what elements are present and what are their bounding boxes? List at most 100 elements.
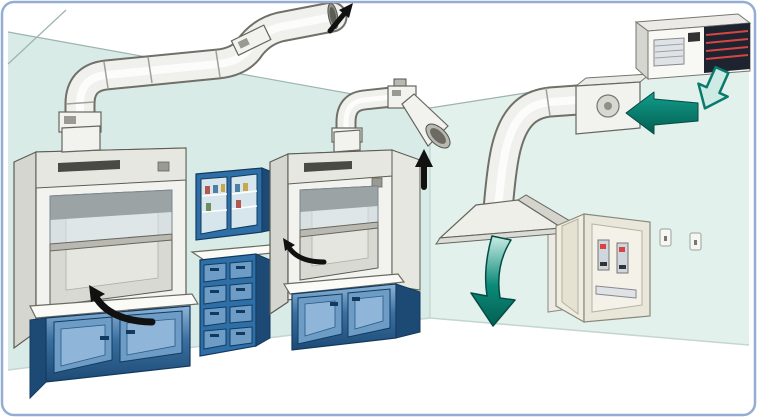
fume-hood-left [13, 125, 200, 400]
breaker-switch [619, 247, 625, 252]
drawer-front [229, 304, 253, 324]
cabinet-door-panel [304, 300, 336, 337]
door-handle [126, 330, 135, 334]
duct-collar [333, 129, 361, 153]
shelf-item [243, 183, 248, 191]
exhaust-airflow-arrows [89, 3, 433, 326]
duct-joint [545, 87, 551, 117]
intake-mouth-inner [430, 128, 446, 144]
ahu-control-box [688, 32, 700, 42]
duct-highlight [494, 96, 582, 214]
ahu-grille [653, 37, 685, 67]
intake-up-arrow-head [415, 149, 433, 167]
duct-joint [215, 50, 221, 78]
sash-handle-rail [49, 233, 173, 252]
duct-joint [65, 101, 95, 105]
switch-toggle [694, 240, 697, 245]
air-handling-unit [634, 13, 752, 81]
ahu-stripe [705, 38, 749, 44]
door-handle [352, 297, 360, 301]
hood-face-arrow-right-shaft [287, 246, 327, 265]
canopy-duct-system [435, 73, 652, 313]
inline-damper [230, 24, 272, 57]
drawer-handle [210, 334, 219, 337]
fume-hood-right [269, 129, 421, 351]
ahu-stripe [705, 30, 749, 36]
damper-tag [64, 116, 76, 124]
ahu-grille-lines [654, 43, 684, 59]
breaker [616, 242, 629, 274]
header-vent-slot [304, 161, 352, 172]
drawer-front [229, 326, 253, 347]
drawer-unit-side [255, 253, 271, 347]
hood-controller [157, 161, 170, 172]
door-handle [100, 336, 109, 340]
shelf-item [206, 203, 211, 211]
breaker [597, 239, 610, 271]
shelf-item [221, 184, 225, 192]
ahu-stripe [705, 46, 749, 52]
ahu-supply-arrow [697, 65, 730, 110]
fan-inlet-arrow [625, 91, 699, 135]
shelf-lines [201, 190, 258, 213]
glass-door [230, 173, 258, 230]
shelf-item [235, 184, 240, 192]
roof-exhaust-arrow-shaft [327, 11, 347, 34]
fan-tag [392, 90, 401, 96]
drawer-handle [236, 332, 245, 335]
shelf-item [205, 186, 210, 194]
shelf-item [213, 185, 218, 193]
panel-door-inner [561, 218, 579, 315]
ceiling [8, 10, 749, 108]
terminal-strip [595, 285, 637, 299]
hood-face-arrow-left-head [89, 285, 105, 302]
duct-open-end-inner [329, 7, 337, 25]
middle-cabinets [190, 167, 284, 357]
drawer-handle [236, 310, 245, 313]
drawer-handle [236, 266, 245, 269]
glass-wall-cabinet [195, 167, 273, 241]
hood-face-arrow-right-head [283, 238, 295, 251]
exhaust-duct-left [58, 1, 348, 168]
duct-highlight [343, 94, 395, 155]
hood-side-panel [13, 151, 37, 350]
door-handle [330, 302, 338, 306]
fan-motor [393, 78, 407, 87]
supply-airflow-arrows [470, 65, 730, 327]
drawer-front [203, 262, 227, 283]
drawer-handle [210, 312, 219, 315]
fan-hub-center [604, 102, 612, 110]
ahu-stripe [705, 54, 749, 60]
header-vent-slot [58, 160, 120, 172]
duct-collar [61, 125, 101, 153]
drawer-handle [236, 288, 245, 291]
bench-top [29, 293, 200, 319]
bench-top [282, 273, 406, 295]
breaker-label [619, 265, 626, 269]
damper-tag [237, 37, 250, 49]
canopy-down-arrow [470, 235, 516, 327]
exhaust-fan-unit [574, 73, 652, 135]
breaker-switch [600, 244, 606, 249]
drawer-front [203, 306, 227, 327]
drawer-front [229, 282, 253, 302]
drawer-unit [199, 253, 271, 357]
drawer-front [203, 328, 227, 350]
hood-face-arrow-left-shaft [93, 295, 156, 326]
shelf-item [236, 200, 241, 208]
electrical-control-panel [555, 213, 651, 324]
drawer-front [229, 260, 253, 280]
duct-joint [147, 56, 153, 84]
breaker-label [600, 262, 607, 266]
drawer-handle [210, 290, 219, 293]
wall-switches [659, 228, 702, 251]
cabinet-door-panel [126, 318, 176, 356]
base-cabinet-side [395, 283, 421, 339]
hood-side-panel [269, 153, 289, 316]
switch-toggle [664, 236, 667, 241]
sash-handle-rail [299, 221, 379, 238]
cabinet-door-panel [354, 295, 384, 330]
